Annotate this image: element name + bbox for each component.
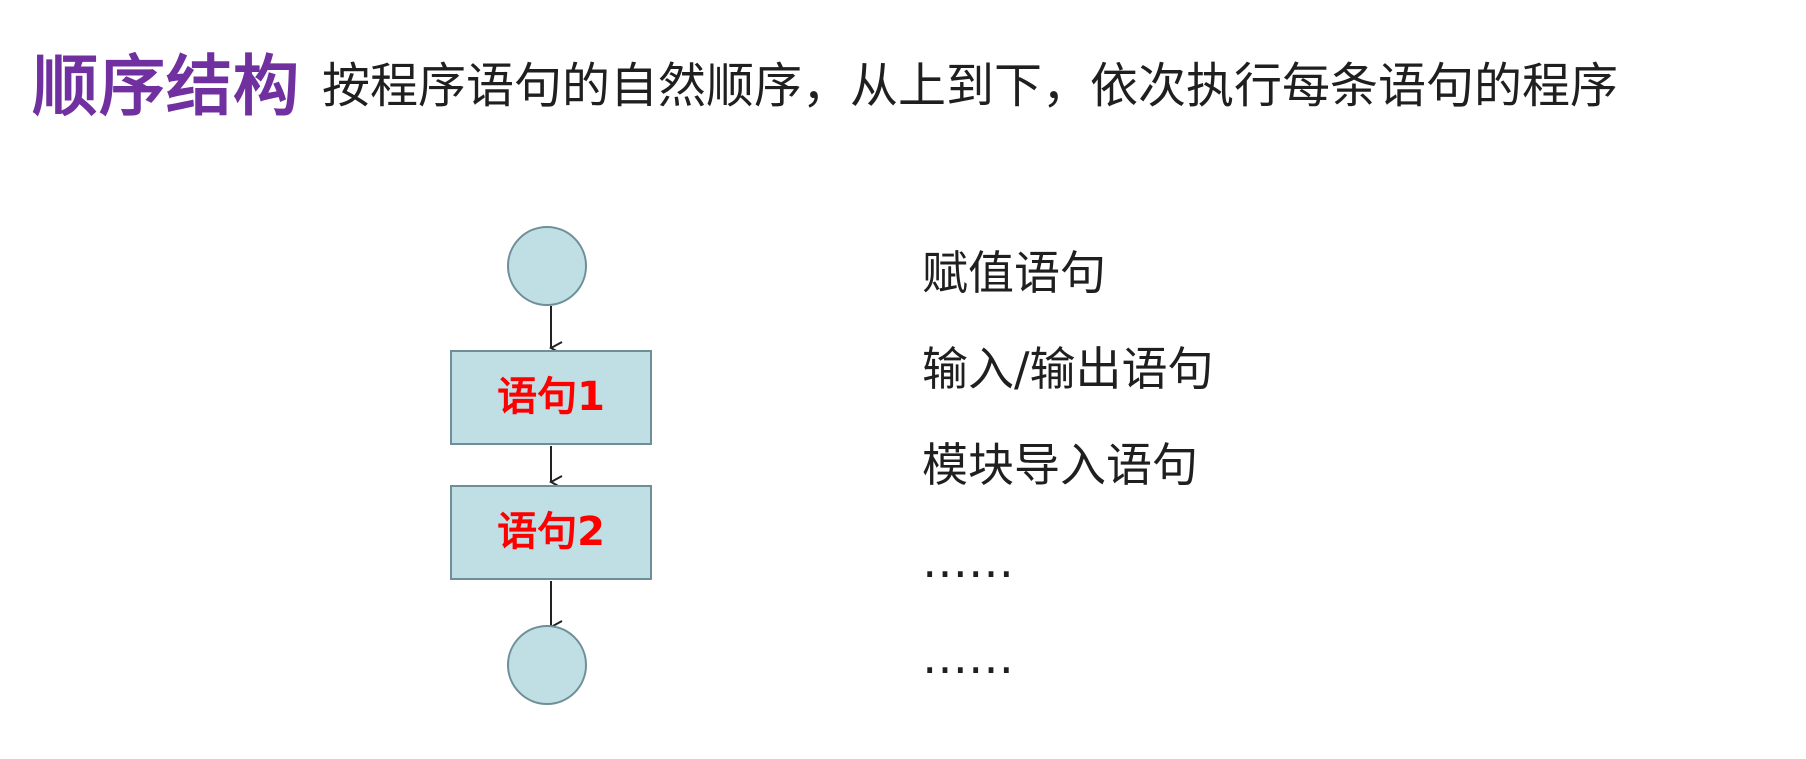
statement-types-list: 赋值语句 输入/输出语句 模块导入语句 …… …… [922, 238, 1422, 718]
statement-box-1-label: 语句1 [497, 374, 605, 420]
list-item: 赋值语句 [922, 246, 1106, 300]
statement-box-2-label: 语句2 [497, 509, 605, 555]
page-subtitle: 按程序语句的自然顺序，从上到下，依次执行每条语句的程序 [322, 58, 1619, 114]
end-node [507, 625, 587, 705]
statement-box-2 [450, 485, 652, 580]
statement-box-1 [450, 350, 652, 445]
header: 顺序结构 按程序语句的自然顺序，从上到下，依次执行每条语句的程序 [32, 36, 1618, 126]
page-title: 顺序结构 [32, 48, 300, 125]
list-item: …… [922, 630, 1014, 684]
list-item: 模块导入语句 [922, 438, 1198, 492]
list-item: …… [922, 534, 1014, 588]
start-node [507, 226, 587, 306]
list-item: 输入/输出语句 [922, 342, 1214, 396]
